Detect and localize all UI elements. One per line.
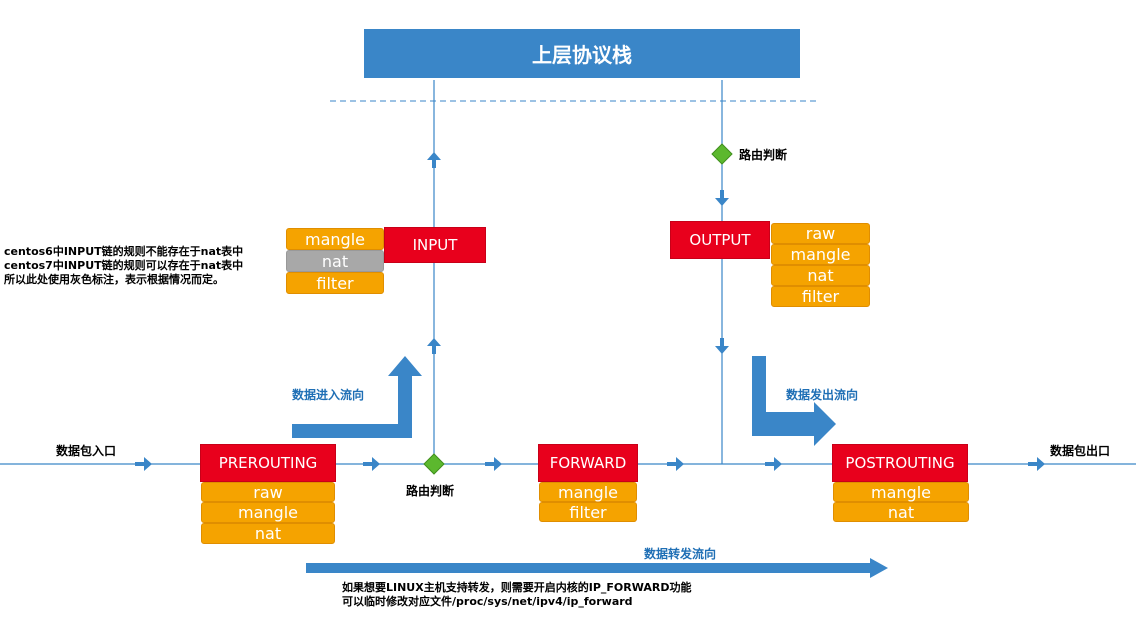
right-arrow-6 bbox=[1028, 457, 1045, 471]
output-chain: OUTPUT bbox=[670, 221, 770, 259]
output-table-raw: raw bbox=[771, 223, 870, 244]
input-table-nat: nat bbox=[286, 250, 384, 272]
input-table-filter: filter bbox=[286, 272, 384, 294]
right-arrow-5 bbox=[765, 457, 782, 471]
output-table-nat: nat bbox=[771, 265, 870, 286]
right-arrow-2 bbox=[363, 457, 380, 471]
route-decision-label-bottom: 路由判断 bbox=[406, 484, 455, 498]
right-arrow-4 bbox=[667, 457, 684, 471]
input-nat-note-line: centos7中INPUT链的规则可以存在于nat表中 bbox=[4, 259, 244, 272]
input-nat-note: centos6中INPUT链的规则不能存在于nat表中 centos7中INPU… bbox=[4, 245, 243, 287]
flow-out-label: 数据发出流向 bbox=[786, 388, 859, 402]
flow-in-big-arrow bbox=[292, 356, 422, 438]
prerouting-table-nat: nat bbox=[201, 523, 335, 544]
input-table-mangle: mangle bbox=[286, 228, 384, 250]
flow-out-big-arrow bbox=[752, 356, 836, 446]
upper-protocol-stack: 上层协议栈 bbox=[364, 29, 800, 78]
flow-forward-label: 数据转发流向 bbox=[644, 547, 717, 561]
flow-forward-long-arrow bbox=[306, 558, 888, 578]
right-arrow-1 bbox=[135, 457, 152, 471]
prerouting-table-mangle: mangle bbox=[201, 502, 335, 523]
input-nat-note-line: 所以此处使用灰色标注，表示根据情况而定。 bbox=[4, 273, 224, 286]
route-decision-diamond-bottom bbox=[423, 453, 445, 475]
input-nat-note-line: centos6中INPUT链的规则不能存在于nat表中 bbox=[4, 245, 244, 258]
route-decision-label-top: 路由判断 bbox=[739, 148, 788, 162]
forward-hint-line: 可以临时修改对应文件/proc/sys/net/ipv4/ip_forward bbox=[342, 595, 633, 608]
forward-chain: FORWARD bbox=[538, 444, 638, 482]
postrouting-table-nat: nat bbox=[833, 502, 969, 522]
input-chain: INPUT bbox=[384, 227, 486, 263]
output-table-mangle: mangle bbox=[771, 244, 870, 265]
prerouting-table-raw: raw bbox=[201, 482, 335, 502]
forward-table-mangle: mangle bbox=[539, 482, 637, 502]
input-up-arrow-lower bbox=[427, 338, 441, 354]
route-decision-diamond-top bbox=[711, 143, 733, 165]
input-up-arrow-upper bbox=[427, 152, 441, 168]
postrouting-chain: POSTROUTING bbox=[832, 444, 968, 482]
postrouting-table-mangle: mangle bbox=[833, 482, 969, 502]
output-table-filter: filter bbox=[771, 286, 870, 307]
forward-hint-line: 如果想要LINUX主机支持转发，则需要开启内核的IP_FORWARD功能 bbox=[342, 581, 692, 594]
output-down-arrow-upper bbox=[715, 190, 729, 206]
forward-table-filter: filter bbox=[539, 502, 637, 522]
packet-in-label: 数据包入口 bbox=[56, 444, 117, 458]
flow-in-label: 数据进入流向 bbox=[292, 388, 365, 402]
output-down-arrow-lower bbox=[715, 338, 729, 354]
prerouting-chain: PREROUTING bbox=[200, 444, 336, 482]
right-arrow-3 bbox=[485, 457, 502, 471]
forward-hint-note: 如果想要LINUX主机支持转发，则需要开启内核的IP_FORWARD功能 可以临… bbox=[342, 581, 691, 609]
packet-out-label: 数据包出口 bbox=[1050, 444, 1111, 458]
